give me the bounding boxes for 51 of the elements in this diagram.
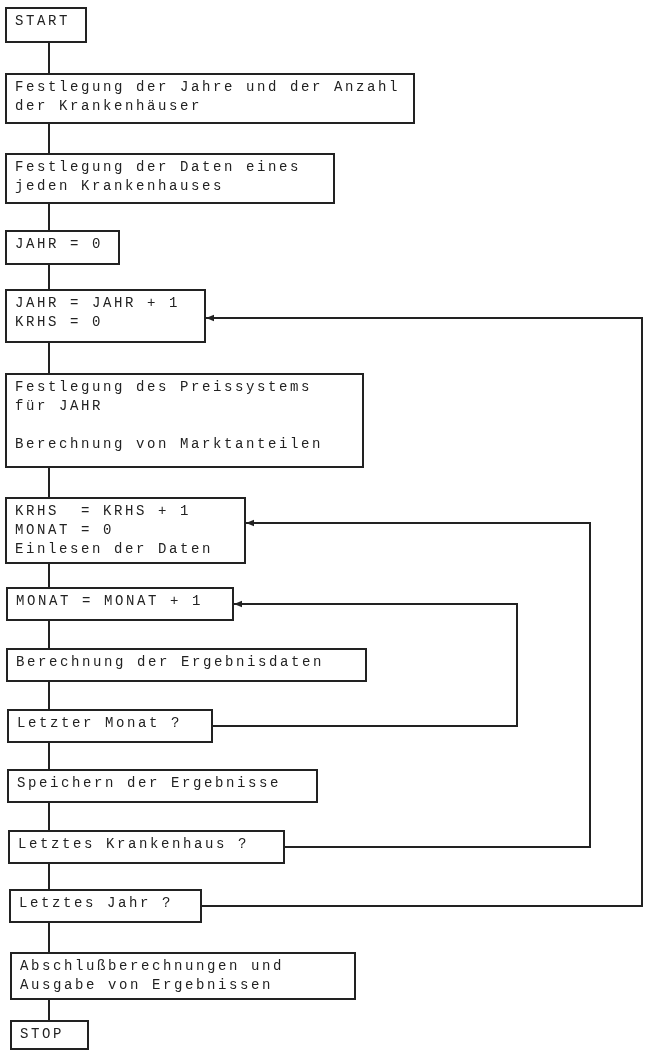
- process-box: [5, 73, 415, 124]
- step-text: Abschlußberechnungen und Ausgabe von Ergebnissen: [20, 957, 286, 995]
- step-text: Festlegung der Jahre und der Anzahl der Krankenhäuser: [15, 78, 402, 116]
- step-text: MONAT = 0: [15, 521, 115, 540]
- process-box: [7, 709, 213, 743]
- step-text: KRHS = KRHS + 1: [15, 502, 193, 521]
- connector-line: [48, 123, 50, 154]
- connector-line: [48, 203, 50, 231]
- loop-back-arrow: [245, 519, 591, 848]
- process-box: [5, 289, 206, 343]
- step-text: Festlegung des Preissystems für JAHR: [15, 378, 314, 416]
- process-box: [9, 889, 202, 923]
- step-text: Letztes Jahr ?: [19, 894, 175, 913]
- connector-line: [48, 999, 50, 1021]
- terminal-box: [5, 7, 87, 43]
- step-text: START: [15, 12, 71, 31]
- connector-line: [48, 467, 50, 498]
- step-text: JAHR = 0: [15, 235, 104, 254]
- step-text: Letztes Krankenhaus ?: [18, 835, 251, 854]
- connector-line: [48, 342, 50, 374]
- process-box: [5, 153, 335, 204]
- connector-line: [48, 681, 50, 710]
- connector-line: [48, 863, 50, 890]
- process-box: [5, 230, 120, 265]
- process-box: [6, 587, 234, 621]
- step-text: Letzter Monat ?: [17, 714, 184, 733]
- terminal-box: [10, 1020, 89, 1050]
- step-text: Einlesen der Daten: [15, 540, 215, 559]
- step-text: MONAT = MONAT + 1: [16, 592, 205, 611]
- process-box: [5, 373, 364, 468]
- step-text: Berechnung der Ergebnisdaten: [16, 653, 326, 672]
- connector-line: [48, 620, 50, 649]
- loop-back-arrow: [212, 600, 518, 727]
- process-box: [6, 648, 367, 682]
- connector-line: [48, 922, 50, 953]
- step-text: STOP: [20, 1025, 65, 1044]
- process-box: [5, 497, 246, 564]
- step-text: Speichern der Ergebnisse: [17, 774, 283, 793]
- connector-line: [48, 563, 50, 588]
- process-box: [7, 769, 318, 803]
- step-text: Festlegung der Daten eines jeden Krankenhauses: [15, 158, 303, 196]
- connector-line: [48, 42, 50, 74]
- process-box: [8, 830, 285, 864]
- connector-line: [48, 742, 50, 770]
- process-box: [10, 952, 356, 1000]
- connector-line: [48, 802, 50, 831]
- connector-line: [48, 264, 50, 290]
- step-text: KRHS = 0: [15, 313, 104, 332]
- step-text: Berechnung von Marktanteilen: [15, 435, 325, 454]
- loop-back-arrow: [201, 314, 643, 907]
- step-text: JAHR = JAHR + 1: [15, 294, 182, 313]
